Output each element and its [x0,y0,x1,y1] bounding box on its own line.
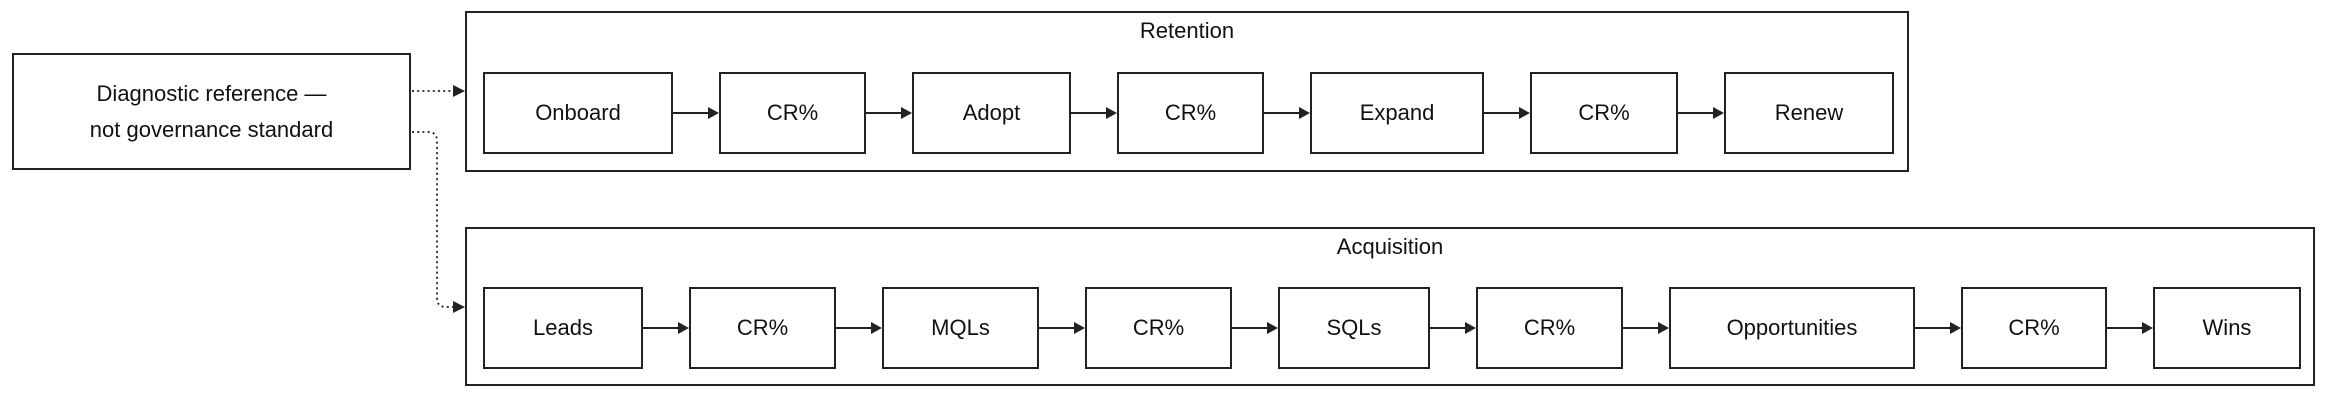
flow-node-cr-pct-1: CR% [719,72,866,154]
note-box: Diagnostic reference — not governance st… [12,53,411,170]
acquisition-flow-row: Leads CR% MQLs CR% SQLs CR% Opportunitie… [483,287,2301,369]
flow-node-wins: Wins [2153,287,2301,369]
flow-arrow [1232,322,1278,334]
flow-arrow [836,322,882,334]
flow-node-cr-pct-6: CR% [1476,287,1623,369]
flow-node-cr-pct-3: CR% [1530,72,1678,154]
flow-arrow [1484,107,1530,119]
flow-arrow [673,107,719,119]
flow-node-cr-pct-7: CR% [1961,287,2107,369]
flow-arrow [2107,322,2153,334]
dotted-connector-to-acquisition [412,131,453,308]
retention-group: Retention Onboard CR% Adopt CR% Expand C… [465,11,1909,172]
arrowhead-to-retention [453,85,465,97]
flow-node-sqls: SQLs [1278,287,1430,369]
retention-flow-row: Onboard CR% Adopt CR% Expand CR% Renew [483,72,1894,154]
flow-node-cr-pct-4: CR% [689,287,836,369]
flow-node-expand: Expand [1310,72,1484,154]
arrowhead-to-acquisition [453,301,465,313]
note-line-1: Diagnostic reference — [96,80,327,106]
flow-node-onboard: Onboard [483,72,673,154]
flow-arrow [643,322,689,334]
flow-arrow [1623,322,1669,334]
flow-node-cr-pct-5: CR% [1085,287,1232,369]
flow-arrow [1915,322,1961,334]
acquisition-group-title: Acquisition [1336,234,1444,259]
flow-node-opportunities: Opportunities [1669,287,1915,369]
retention-group-title: Retention [1139,18,1235,43]
flow-arrow [1039,322,1085,334]
note-line-2: not governance standard [89,116,334,142]
flow-arrow [1264,107,1310,119]
flow-arrow [1678,107,1724,119]
acquisition-group: Acquisition Leads CR% MQLs CR% SQLs CR% … [465,227,2315,386]
flow-arrow [1430,322,1476,334]
flow-node-mqls: MQLs [882,287,1039,369]
flow-node-renew: Renew [1724,72,1894,154]
flow-node-cr-pct-2: CR% [1117,72,1264,154]
flow-node-adopt: Adopt [912,72,1071,154]
flow-arrow [866,107,912,119]
flow-arrow [1071,107,1117,119]
flow-node-leads: Leads [483,287,643,369]
